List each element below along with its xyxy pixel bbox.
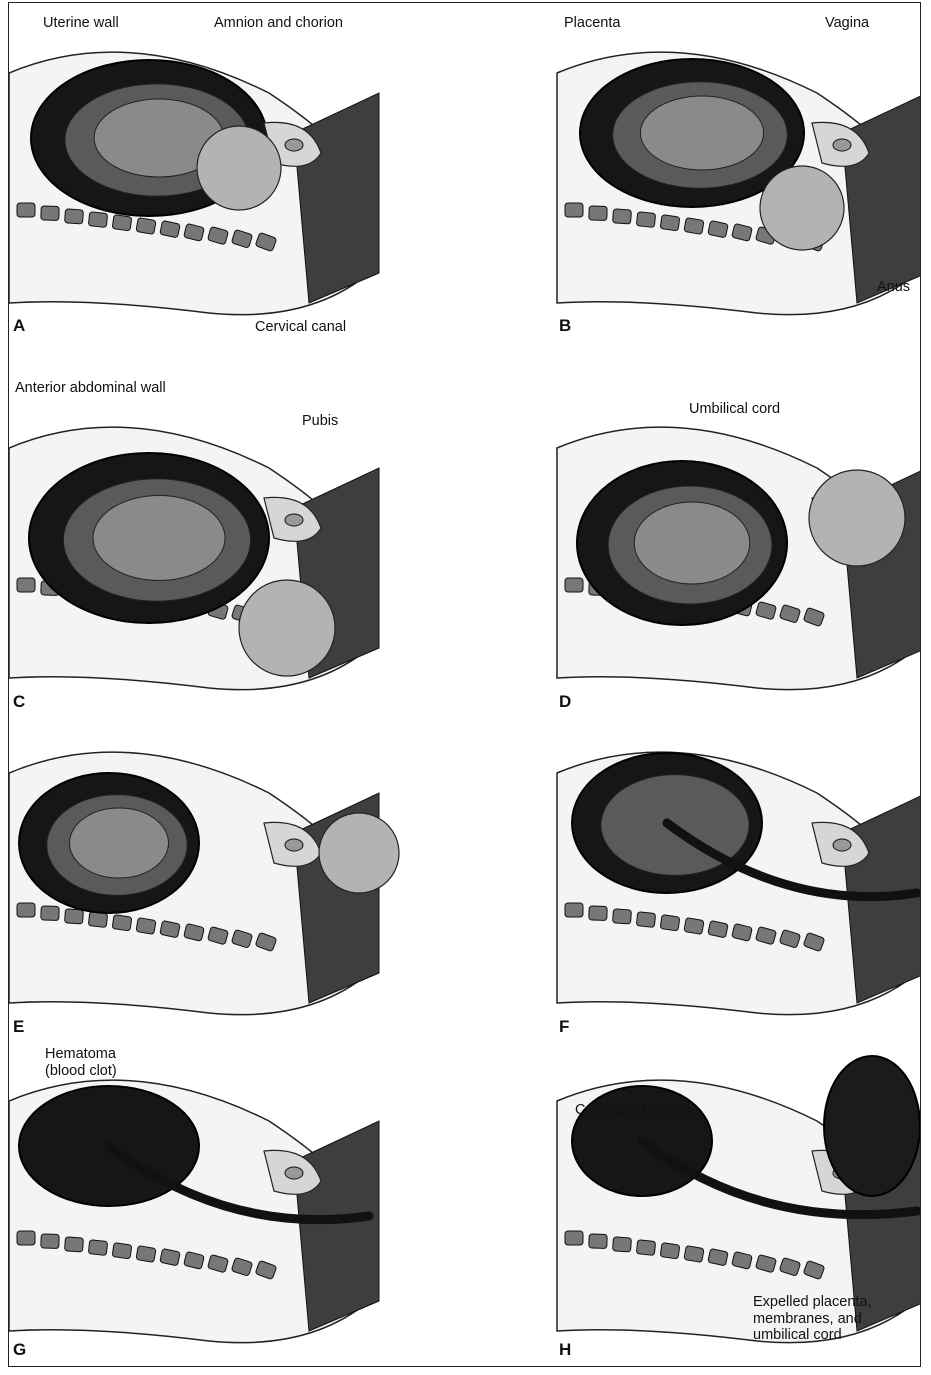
vertebra	[708, 1248, 729, 1265]
panel-e	[9, 752, 399, 1014]
label-expelled-placenta: Expelled placenta, membranes, and umbili…	[753, 1294, 872, 1344]
pubis-oval	[285, 1167, 303, 1179]
fetal-head	[197, 126, 281, 210]
fetal-head	[319, 813, 399, 893]
panel-b	[557, 52, 921, 315]
pubis-oval	[285, 139, 303, 151]
vertebra	[684, 1246, 704, 1263]
vertebra	[636, 212, 655, 228]
vertebra	[708, 920, 729, 937]
vertebra	[41, 1234, 59, 1249]
panel-letter-e: E	[13, 1017, 24, 1037]
fetal-head	[760, 166, 844, 250]
vertebra	[88, 912, 107, 928]
panel-letter-g: G	[13, 1340, 26, 1360]
vertebra	[684, 918, 704, 935]
vertebra	[565, 903, 583, 917]
vertebra	[112, 915, 132, 931]
panel-letter-h: H	[559, 1340, 571, 1360]
expelled-placenta	[824, 1056, 920, 1196]
vertebra	[160, 920, 181, 937]
vertebra	[41, 906, 59, 921]
panel-c	[9, 427, 379, 689]
vertebra	[589, 906, 607, 921]
panel-f	[557, 752, 921, 1014]
vertebra	[589, 206, 607, 221]
label-pubis: Pubis	[302, 413, 338, 430]
vertebra	[565, 1231, 583, 1245]
label-uterine-wall: Uterine wall	[43, 15, 119, 32]
vertebra	[17, 578, 35, 592]
vertebra	[88, 212, 107, 228]
fetus-body	[640, 96, 763, 170]
pubis-oval	[833, 839, 851, 851]
vertebra	[65, 909, 84, 924]
vertebra	[136, 918, 156, 935]
vertebra	[613, 209, 632, 224]
vertebra	[565, 203, 583, 217]
fetus-body	[70, 808, 169, 878]
label-umbilical-cord: Umbilical cord	[689, 401, 780, 418]
vertebra	[17, 203, 35, 217]
vertebra	[684, 218, 704, 235]
vertebra	[41, 206, 59, 221]
vertebra	[660, 1243, 680, 1259]
vertebra	[160, 1248, 181, 1265]
vertebra	[65, 209, 84, 224]
panel-letter-c: C	[13, 692, 25, 712]
vertebra	[112, 1243, 132, 1259]
vertebra	[88, 1240, 107, 1256]
vertebra	[613, 909, 632, 924]
vertebra	[112, 215, 132, 231]
vertebra	[65, 1237, 84, 1252]
figure-artwork	[9, 3, 921, 1367]
panel-letter-a: A	[13, 316, 25, 336]
vertebra	[613, 1237, 632, 1252]
vertebra	[136, 218, 156, 235]
label-placenta: Placenta	[564, 15, 620, 32]
vertebra	[636, 912, 655, 928]
fetal-head	[809, 470, 905, 566]
fetus-body	[634, 502, 750, 584]
panel-letter-f: F	[559, 1017, 569, 1037]
panel-letter-b: B	[559, 316, 571, 336]
pubis-oval	[285, 514, 303, 526]
vertebra	[660, 915, 680, 931]
vertebra	[136, 1246, 156, 1263]
panel-g	[9, 1080, 379, 1343]
vertebra	[160, 220, 181, 237]
fetal-head	[239, 580, 335, 676]
vertebra	[636, 1240, 655, 1256]
label-hematoma: Hematoma (blood clot)	[45, 1046, 117, 1079]
label-vagina: Vagina	[825, 15, 869, 32]
labor-stages-figure: Uterine wall Amnion and chorion Cervical…	[8, 2, 921, 1367]
fetus-body	[93, 496, 225, 581]
vertebra	[708, 220, 729, 237]
label-cervical-canal: Cervical canal	[255, 319, 346, 336]
panel-d	[557, 427, 921, 689]
panel-letter-d: D	[559, 692, 571, 712]
pubis-oval	[833, 139, 851, 151]
label-contracted-uterus: Contracted uterus	[575, 1102, 690, 1119]
vertebra	[589, 1234, 607, 1249]
panel-a	[9, 52, 379, 315]
vertebra	[17, 903, 35, 917]
vertebra	[565, 578, 583, 592]
vertebra	[660, 215, 680, 231]
label-anus: Anus	[877, 279, 910, 296]
pubis-oval	[285, 839, 303, 851]
label-amnion-and-chorion: Amnion and chorion	[214, 15, 343, 32]
label-anterior-abdominal-wall: Anterior abdominal wall	[15, 380, 166, 397]
vertebra	[17, 1231, 35, 1245]
